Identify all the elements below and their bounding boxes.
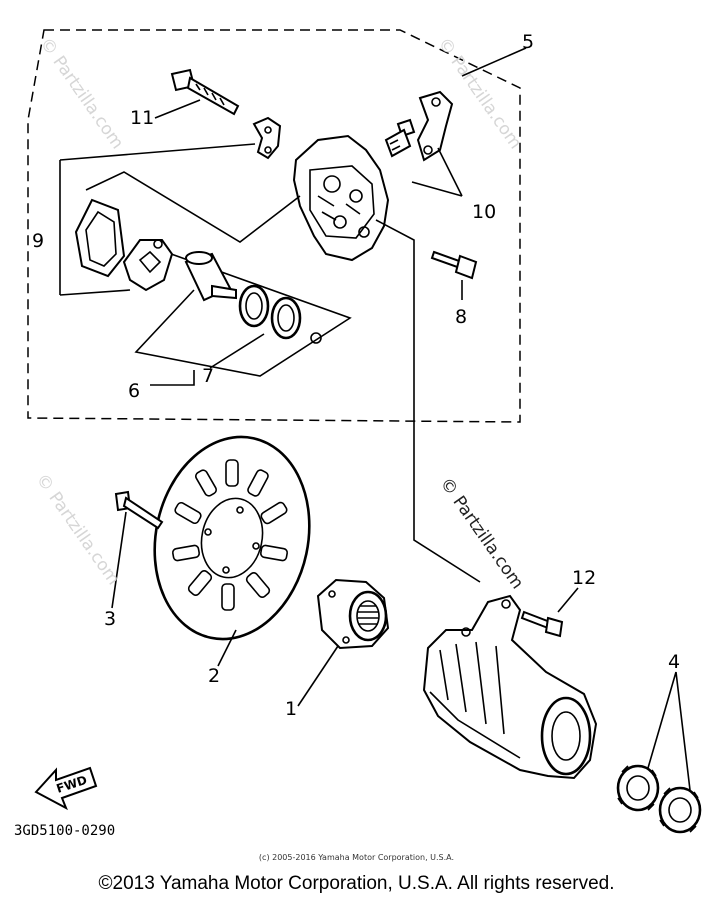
pad-group-outline (85, 171, 301, 243)
leader-11 (154, 99, 201, 119)
leader-7 (209, 333, 265, 369)
callout-12: 12 (572, 567, 596, 589)
fwd-arrow: FWD (34, 766, 98, 811)
leader-9-upper (59, 143, 256, 161)
callout-5: 5 (522, 31, 534, 53)
small-copyright: (c) 2005-2016 Yamaha Motor Corporation, … (258, 853, 455, 862)
leader-1 (297, 645, 339, 707)
leader-12 (557, 587, 579, 613)
brake-pad (74, 198, 126, 278)
piston-seal-outer (270, 296, 302, 340)
routing-line (375, 219, 481, 583)
seal-group-outline (134, 249, 352, 377)
bleed-cap (310, 332, 322, 344)
callout-4: 4 (668, 651, 680, 673)
callout-6: 6 (128, 380, 140, 402)
leader-6 (150, 370, 195, 386)
part-12-bolt[interactable] (520, 610, 564, 638)
leader-5 (461, 47, 527, 77)
diagram-code: 3GD5100-0290 (14, 823, 116, 839)
callout-9: 9 (32, 230, 44, 252)
part-3-bolt[interactable] (114, 490, 164, 530)
callout-3: 3 (104, 608, 116, 630)
callout-2: 2 (208, 665, 220, 687)
part-10-bleeder[interactable] (384, 118, 416, 158)
part-1-hub[interactable] (316, 578, 390, 650)
callout-8: 8 (455, 306, 467, 328)
pad-shim (122, 239, 174, 292)
leader-9-lower (59, 289, 131, 296)
copyright-notice: ©2013 Yamaha Motor Corporation, U.S.A. A… (98, 873, 615, 894)
callout-7: 7 (202, 365, 214, 387)
leader-3 (111, 511, 127, 609)
pad-clip (252, 116, 282, 160)
caliper-assembly-boundary (27, 29, 521, 423)
part-4-nut-a[interactable] (616, 764, 660, 812)
rear-hub-housing (422, 594, 598, 780)
callout-11: 11 (130, 107, 154, 129)
part-11-bolt[interactable] (170, 68, 240, 116)
leader-10 (411, 147, 463, 197)
piston-seal-inner (238, 284, 270, 328)
callout-1: 1 (285, 698, 297, 720)
leader-2 (217, 629, 237, 667)
brake-disc[interactable] (136, 422, 327, 653)
part-4-nut-b[interactable] (658, 786, 702, 834)
part-8-bolt[interactable] (430, 250, 478, 280)
brake-caliper (292, 134, 390, 262)
leader-4 (647, 671, 691, 791)
callout-10: 10 (472, 201, 496, 223)
hose-bracket (416, 90, 454, 162)
caliper-piston (184, 251, 237, 302)
